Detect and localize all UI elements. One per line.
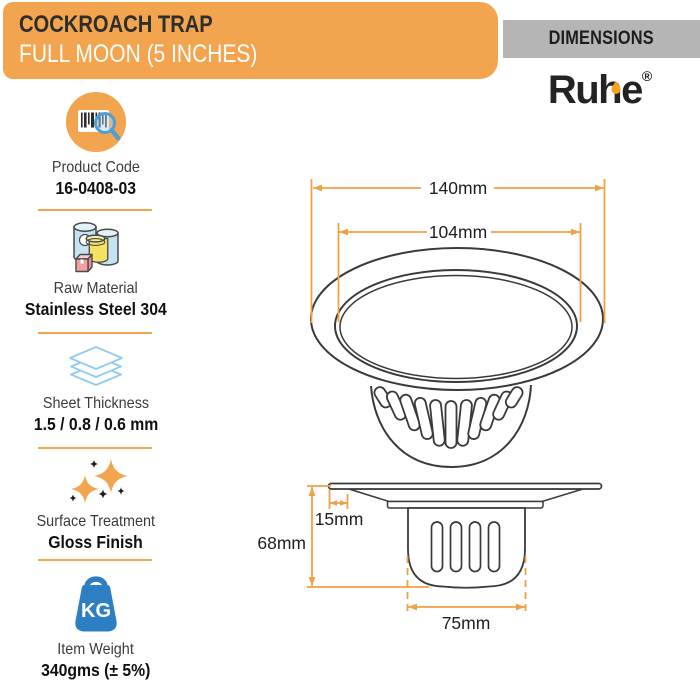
dimension-outer-diameter: 140mm: [429, 178, 487, 198]
dimension-rim-inset: 15mm: [315, 509, 364, 529]
spec-value: 16-0408-03: [55, 178, 137, 198]
product-subtitle: FULL MOON (5 INCHES): [19, 39, 258, 68]
divider: [38, 332, 152, 334]
product-title: COCKROACH TRAP: [19, 11, 213, 38]
spec-value: 1.5 / 0.8 / 0.6 mm: [33, 414, 159, 434]
spec-item-weight: KG Item Weight 340gms (± 5%): [12, 572, 180, 681]
registered-mark: ®: [641, 68, 653, 84]
top-view-dimensions: [310, 179, 606, 323]
spec-label: Raw Material: [53, 280, 139, 297]
top-view-arrowheads: [313, 184, 604, 236]
brand-logo: Ruhe®: [530, 54, 670, 112]
header-banner: COCKROACH TRAP FULL MOON (5 INCHES): [3, 2, 498, 79]
side-section-view: [327, 482, 603, 589]
barcode-search-icon: [66, 92, 126, 152]
dimensions-bar: DIMENSIONS: [503, 20, 700, 58]
spec-label: Item Weight: [57, 641, 135, 658]
divider: [38, 447, 152, 449]
dimension-inner-diameter: 104mm: [429, 222, 487, 242]
kg-label: KG: [81, 600, 111, 622]
spec-label: Product Code: [51, 159, 141, 176]
sheets-stack-icon: [69, 346, 123, 386]
spec-value: Stainless Steel 304: [25, 299, 167, 319]
spec-label: Sheet Thickness: [42, 395, 150, 412]
divider: [38, 209, 152, 211]
brand-name: Ruhe®: [547, 68, 653, 112]
spec-value: Gloss Finish: [48, 532, 144, 552]
dimensions-label: DIMENSIONS: [548, 28, 655, 49]
dimension-total-height: 68mm: [257, 533, 306, 553]
dimension-basket-width: 75mm: [442, 613, 491, 633]
spec-label: Surface Treatment: [36, 513, 156, 530]
sparkle-icon: [69, 459, 128, 503]
spec-surface-treatment: Surface Treatment Gloss Finish: [12, 458, 180, 553]
spec-sheet-thickness: Sheet Thickness 1.5 / 0.8 / 0.6 mm: [12, 344, 180, 435]
spec-raw-material: Raw Material Stainless Steel 304: [12, 219, 180, 320]
spec-product-code: Product Code 16-0408-03: [12, 90, 180, 199]
divider: [38, 559, 152, 561]
raw-material-cans-icon: [73, 222, 119, 273]
top-perspective-view: [310, 247, 604, 469]
technical-drawing: 140mm 104mm 68mm 15: [257, 178, 606, 633]
logo-drop-icon: [611, 81, 621, 94]
side-view-arrowheads: [308, 487, 525, 611]
spec-value: 340gms (± 5%): [41, 660, 151, 680]
kg-weight-icon: KG: [75, 576, 117, 632]
